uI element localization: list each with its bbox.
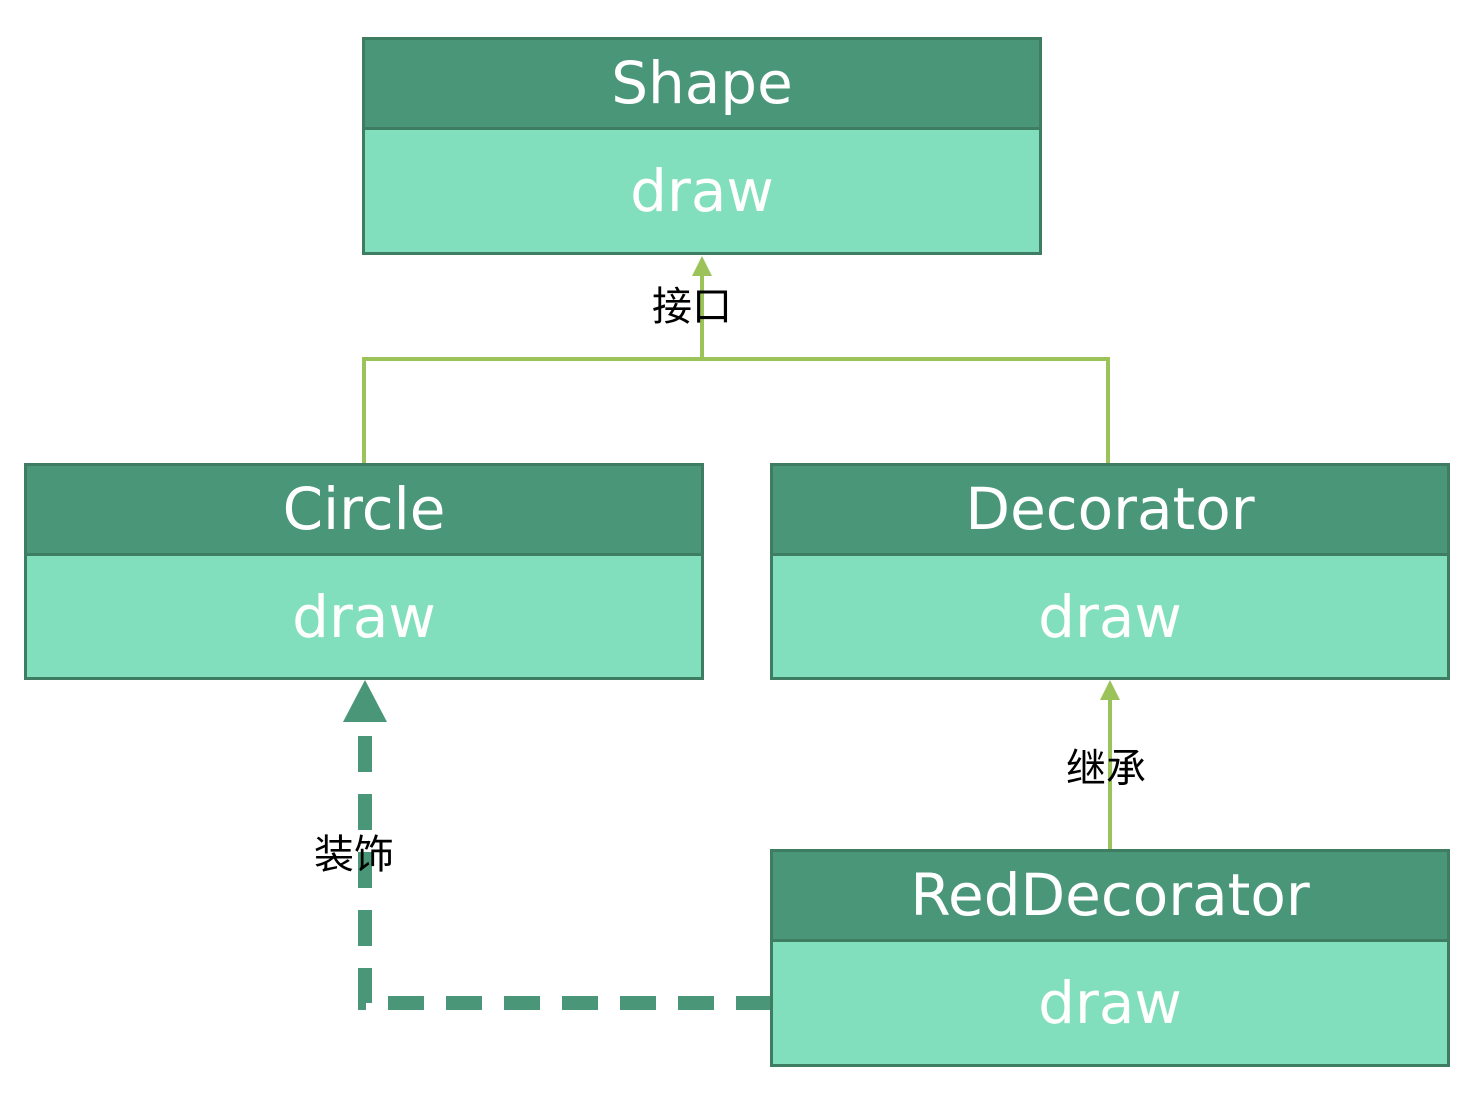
decoration-label: 装饰	[314, 832, 394, 878]
circle-class-method: draw	[292, 583, 436, 651]
inheritance-arrowhead	[1100, 680, 1120, 700]
shape-class-name: Shape	[365, 40, 1039, 130]
interface-arrowhead	[692, 256, 712, 276]
shape-class-box[interactable]: Shape draw	[362, 37, 1042, 255]
red-decorator-class-method: draw	[1038, 969, 1182, 1037]
circle-class-box[interactable]: Circle draw	[24, 463, 704, 680]
red-decorator-class-box[interactable]: RedDecorator draw	[770, 849, 1450, 1067]
interface-label: 接口	[652, 284, 732, 330]
inheritance-label: 继承	[1066, 746, 1146, 792]
shape-class-method: draw	[630, 157, 774, 225]
red-decorator-class-name: RedDecorator	[773, 852, 1447, 942]
interface-connector-line	[362, 357, 1110, 465]
decorator-class-box[interactable]: Decorator draw	[770, 463, 1450, 680]
decorator-class-method: draw	[1038, 583, 1182, 651]
decoration-connector-line	[358, 722, 772, 1010]
circle-class-name: Circle	[27, 466, 701, 556]
decorator-class-name: Decorator	[773, 466, 1447, 556]
decoration-arrowhead	[343, 680, 387, 722]
